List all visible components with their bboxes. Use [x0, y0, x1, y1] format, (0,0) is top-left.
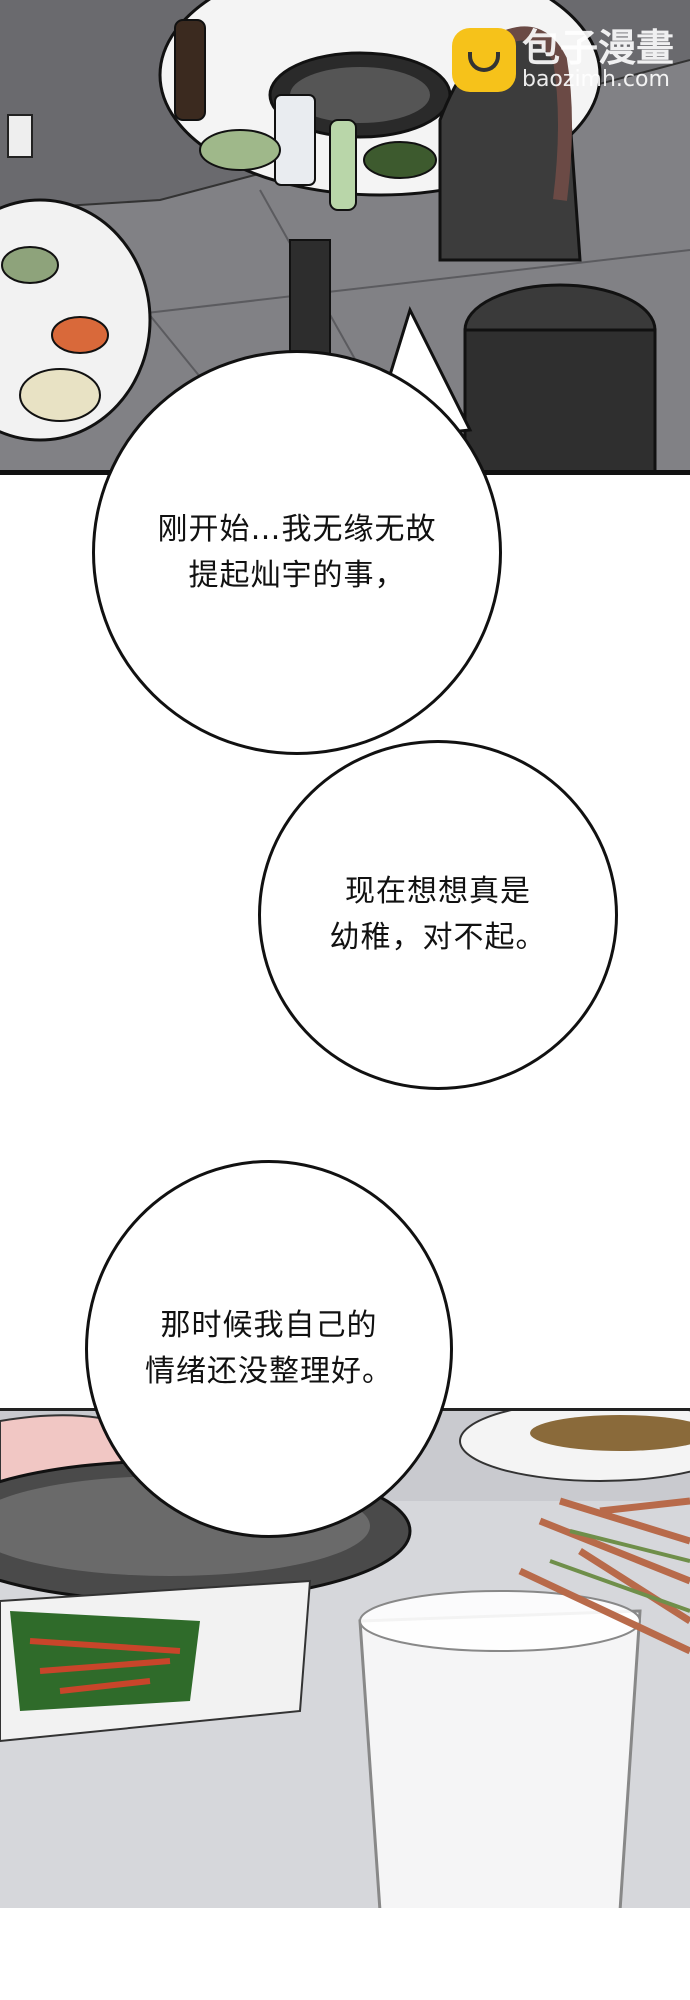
bubble-1-line-2: 提起灿宇的事，: [188, 557, 406, 593]
bubble-2-line-2: 幼稚，对不起。: [329, 920, 547, 955]
speech-bubble-2: 现在想想真是 幼稚，对不起。: [258, 740, 618, 1090]
watermark: 包子漫畫 baozimh.com: [451, 26, 674, 92]
watermark-brand: 包子漫畫: [521, 26, 674, 70]
bottom-panel-illustration: [0, 1408, 690, 1908]
bun-logo-icon: [451, 28, 516, 92]
dishes-closeup-drawing: [0, 1411, 690, 1908]
speech-bubble-3: 那时候我自己的 情绪还没整理好。: [85, 1160, 453, 1538]
bubble-1-line-1: 刚开始…我无缘无故: [157, 511, 437, 547]
speech-bubble-1: 刚开始…我无缘无故 提起灿宇的事，: [92, 350, 502, 755]
bubble-3-line-2: 情绪还没整理好。: [145, 1354, 393, 1389]
bubble-3-line-1: 那时候我自己的: [160, 1308, 378, 1343]
watermark-url: baozimh.com: [521, 67, 670, 92]
bubble-2-line-1: 现在想想真是: [345, 874, 531, 909]
